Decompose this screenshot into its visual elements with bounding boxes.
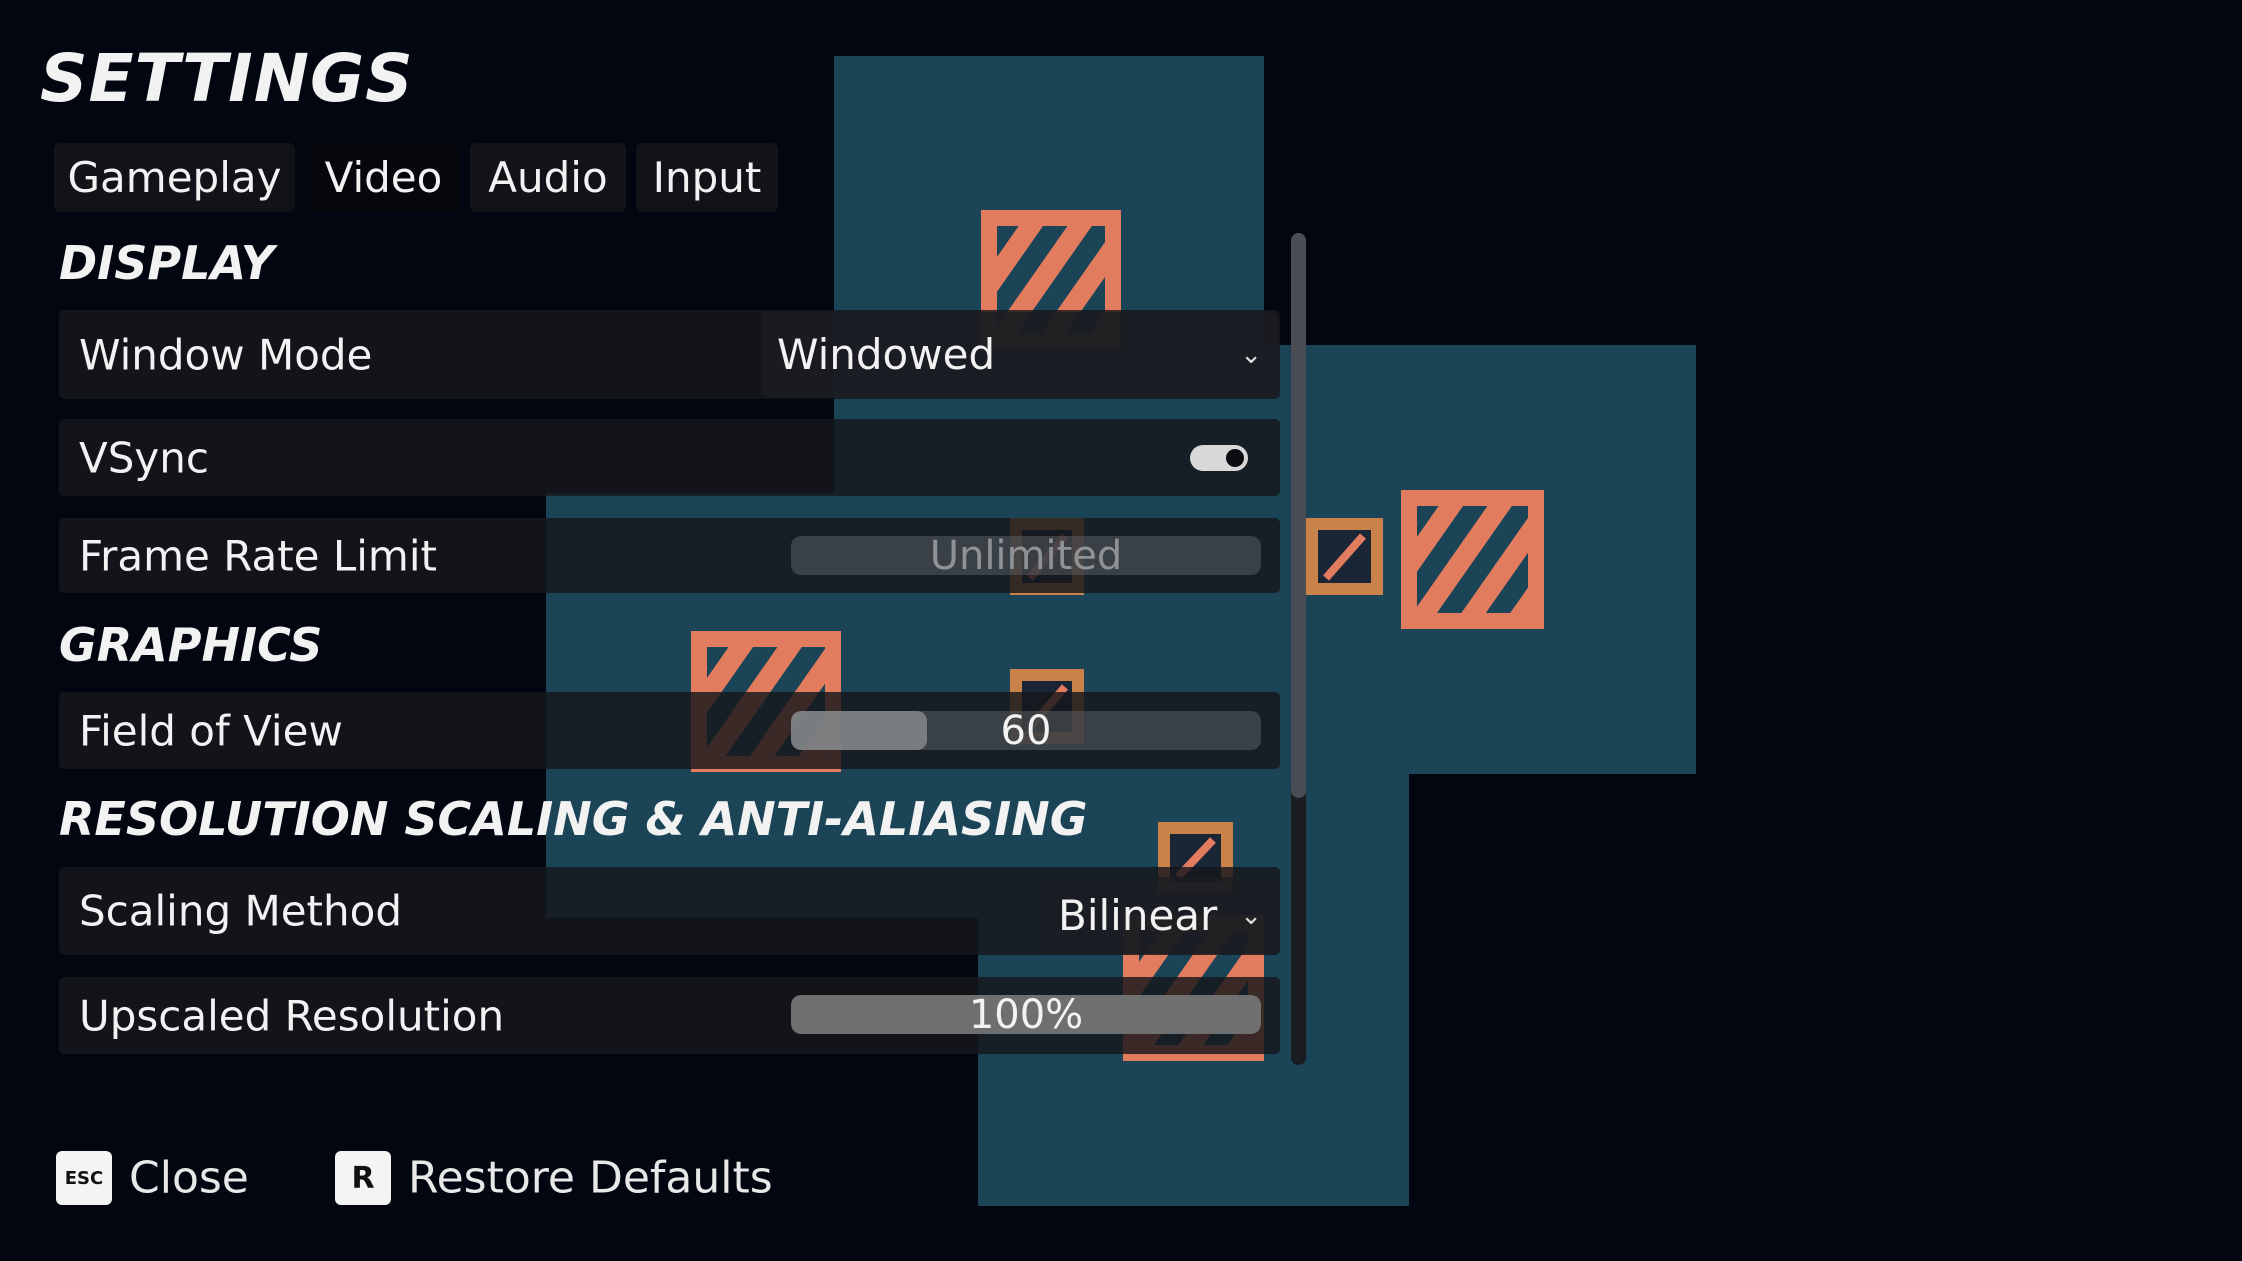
- slider-value: Unlimited: [929, 536, 1123, 575]
- small-crate: [1306, 518, 1383, 595]
- setting-row-upscaled-resolution: Upscaled Resolution 100%: [59, 977, 1280, 1054]
- section-heading-display: DISPLAY: [59, 236, 275, 290]
- slider-value: 60: [1000, 711, 1052, 750]
- r-key-icon: R: [335, 1151, 391, 1205]
- toggle-knob: [1226, 448, 1244, 467]
- chevron-down-icon: ⌄: [1240, 900, 1262, 931]
- setting-label: Window Mode: [79, 330, 373, 379]
- setting-row-vsync: VSync: [59, 419, 1280, 496]
- setting-label: VSync: [79, 433, 209, 482]
- page-title: SETTINGS: [40, 40, 414, 117]
- setting-row-scaling-method: Scaling Method Bilinear ⌄: [59, 867, 1280, 955]
- upscaled-resolution-slider[interactable]: 100%: [791, 995, 1261, 1034]
- setting-label: Frame Rate Limit: [79, 531, 437, 580]
- slider-fill: [791, 711, 928, 750]
- chevron-down-icon: ⌄: [1240, 339, 1262, 370]
- scrollbar-thumb[interactable]: [1291, 233, 1306, 798]
- setting-label: Scaling Method: [79, 886, 402, 936]
- field-of-view-slider[interactable]: 60: [791, 711, 1261, 750]
- section-heading-resolution-scaling: RESOLUTION SCALING & ANTI-ALIASING: [59, 792, 1088, 846]
- frame-rate-limit-slider[interactable]: Unlimited: [791, 536, 1261, 575]
- slider-fill: [791, 995, 1261, 1034]
- tab-audio[interactable]: Audio: [470, 143, 626, 212]
- tab-video[interactable]: Video: [307, 143, 460, 212]
- vsync-toggle[interactable]: [1190, 444, 1248, 471]
- window-mode-dropdown[interactable]: Windowed ⌄: [761, 312, 1278, 397]
- close-button[interactable]: Close: [129, 1152, 249, 1204]
- scaling-method-dropdown[interactable]: Bilinear ⌄: [1042, 877, 1278, 954]
- setting-row-frame-rate-limit: Frame Rate Limit Unlimited: [59, 518, 1280, 593]
- tab-input[interactable]: Input: [636, 143, 778, 212]
- dropdown-value: Bilinear: [1058, 891, 1218, 940]
- striped-crate: [1401, 490, 1544, 629]
- restore-defaults-button[interactable]: Restore Defaults: [408, 1152, 773, 1204]
- setting-row-field-of-view: Field of View 60: [59, 692, 1280, 769]
- setting-label: Upscaled Resolution: [79, 991, 505, 1040]
- settings-scrollbar[interactable]: [1291, 233, 1306, 1065]
- setting-row-window-mode: Window Mode Windowed ⌄: [59, 310, 1280, 399]
- dropdown-value: Windowed: [777, 330, 996, 379]
- tab-gameplay[interactable]: Gameplay: [54, 143, 295, 212]
- setting-label: Field of View: [79, 706, 343, 755]
- esc-key-icon: ESC: [56, 1151, 112, 1205]
- slider-value: 100%: [968, 995, 1084, 1034]
- section-heading-graphics: GRAPHICS: [59, 618, 323, 672]
